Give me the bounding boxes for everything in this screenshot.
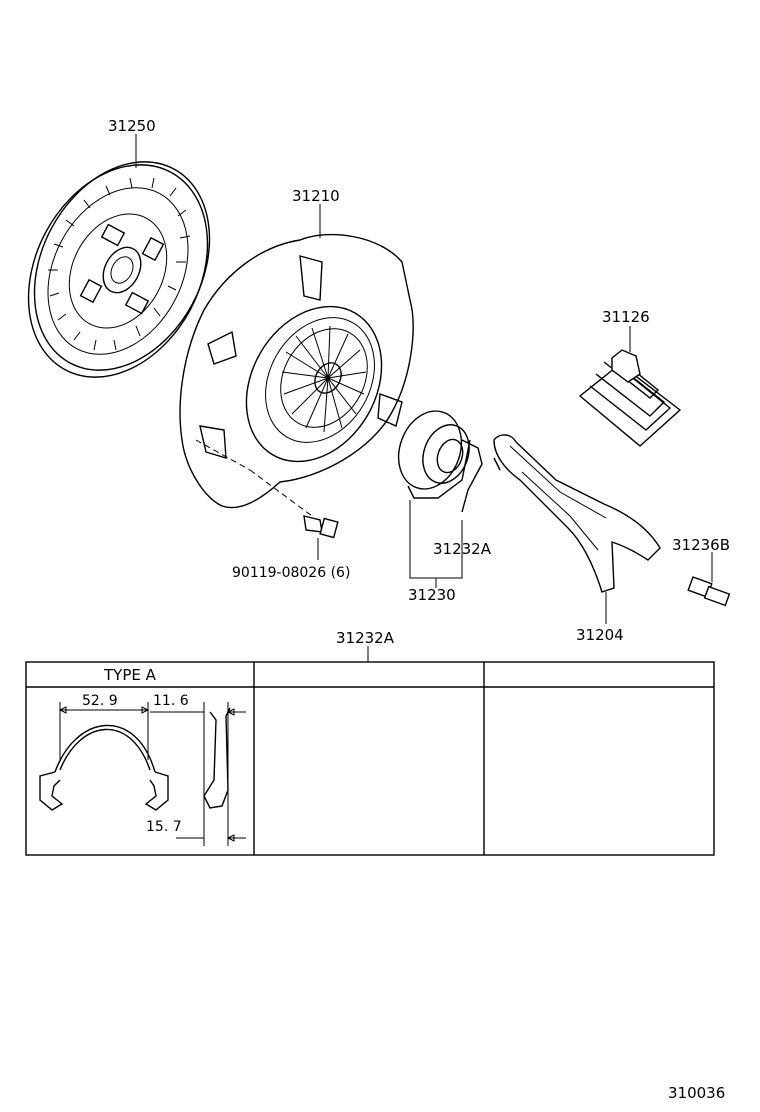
dim-width: 52. 9 xyxy=(82,693,118,709)
release-bearing-drawing xyxy=(397,410,483,513)
variant-table xyxy=(25,661,715,856)
label-31204: 31204 xyxy=(576,626,624,644)
label-31236B: 31236B xyxy=(672,536,730,554)
cover-bolt-drawing xyxy=(303,515,339,539)
label-90119-08026: 90119-08026 (6) xyxy=(232,565,350,581)
table-header-label: 31232A xyxy=(336,629,395,647)
dim-height: 15. 7 xyxy=(146,819,182,835)
diagram-number: 310036 xyxy=(668,1084,725,1102)
clutch-cover-drawing xyxy=(179,233,414,517)
label-31210: 31210 xyxy=(292,187,340,205)
release-fork-drawing xyxy=(493,434,661,593)
label-31126: 31126 xyxy=(602,308,650,326)
clutch-disc-drawing xyxy=(27,161,211,378)
fork-support-drawing xyxy=(687,576,731,607)
table-column-title: TYPE A xyxy=(103,666,157,684)
release-boot-drawing xyxy=(578,349,682,447)
label-31250: 31250 xyxy=(108,117,156,135)
dim-depth: 11. 6 xyxy=(153,693,189,709)
clip-type-a-drawing xyxy=(39,702,246,846)
label-31230: 31230 xyxy=(408,586,456,604)
